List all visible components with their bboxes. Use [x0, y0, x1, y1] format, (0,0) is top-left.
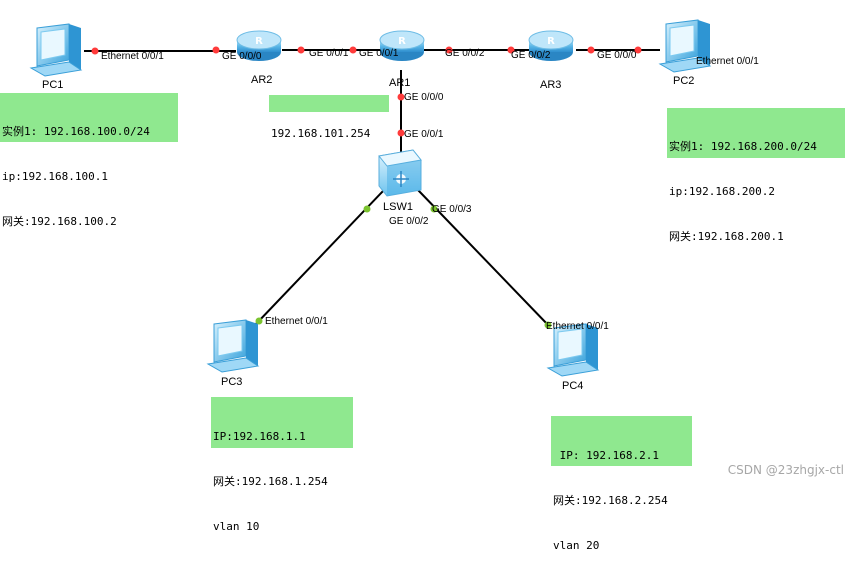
port-dot: [544, 321, 552, 329]
port-label-pc1-eth: Ethernet 0/0/1: [101, 51, 164, 62]
svg-text:R: R: [547, 36, 555, 47]
port-dot: [507, 46, 515, 54]
port-dot: [255, 317, 263, 325]
port-dots: [91, 46, 642, 329]
note-line: 实例1: 192.168.200.0/24: [669, 140, 817, 153]
device-label-pc4: PC4: [562, 380, 584, 392]
note-line: 网关:192.168.2.254: [553, 494, 668, 507]
topology-canvas: R R R: [29, 19, 712, 377]
port-label-pc3-eth: Ethernet 0/0/1: [265, 316, 328, 327]
note-line: vlan 10: [213, 520, 260, 533]
port-label-pc4-eth: Ethernet 0/0/1: [546, 321, 609, 332]
link-lsw1-pc3[interactable]: [255, 189, 385, 325]
port-dot: [397, 129, 405, 137]
note-pc4: IP: 192.168.2.1 网关:192.168.2.254 vlan 20: [551, 416, 692, 552]
note-line: vlan 20: [553, 539, 600, 552]
switch-icon[interactable]: [378, 149, 422, 197]
note-line: 网关:192.168.200.1: [669, 230, 784, 243]
note-line: IP: 192.168.2.1: [553, 449, 659, 462]
port-dot: [430, 205, 438, 213]
port-label-ar1-ge002: GE 0/0/2: [445, 48, 485, 59]
router-icon[interactable]: R: [379, 30, 425, 61]
port-label-ar1-ge000: GE 0/0/0: [404, 92, 444, 103]
note-line: ip:192.168.100.1: [2, 170, 108, 183]
svg-text:R: R: [255, 36, 263, 47]
note-line: 192.168.101.254: [271, 127, 371, 140]
port-label-ar2-ge000: GE 0/0/0: [222, 51, 262, 62]
device-label-ar3: AR3: [540, 79, 562, 91]
port-label-lsw1-ge001: GE 0/0/1: [404, 129, 444, 140]
port-label-lsw1-ge002: GE 0/0/2: [389, 216, 429, 227]
note-line: 网关:192.168.100.2: [2, 215, 117, 228]
pc-icon[interactable]: [658, 19, 712, 73]
port-label-ar3-ge000: GE 0/0/0: [597, 50, 637, 61]
device-label-pc3: PC3: [221, 376, 243, 388]
device-label-pc1: PC1: [42, 79, 64, 91]
port-label-ar3-ge002: GE 0/0/2: [511, 50, 551, 61]
pc-icon[interactable]: [206, 319, 260, 373]
port-label-ar2-ge001: GE 0/0/1: [309, 48, 349, 59]
watermark: CSDN @23zhgjx-ctl: [727, 463, 844, 477]
note-ar1: 192.168.101.254: [269, 95, 389, 140]
pc-icon[interactable]: [29, 23, 83, 77]
device-label-lsw1: LSW1: [383, 201, 413, 213]
router-icon[interactable]: R: [528, 30, 574, 61]
port-dot: [91, 47, 99, 55]
port-label-pc2-eth: Ethernet 0/0/1: [696, 56, 759, 67]
port-dot: [363, 205, 371, 213]
note-line: ip:192.168.200.2: [669, 185, 775, 198]
port-label-lsw1-ge003: GE 0/0/3: [432, 204, 472, 215]
device-label-pc2: PC2: [673, 75, 695, 87]
port-dot: [445, 46, 453, 54]
port-dot: [349, 46, 357, 54]
port-dot: [212, 46, 220, 54]
svg-text:R: R: [398, 36, 406, 47]
note-pc3: IP:192.168.1.1 网关:192.168.1.254 vlan 10: [211, 397, 353, 533]
pc-icon[interactable]: [546, 323, 600, 377]
port-label-ar1-ge001: GE 0/0/1: [359, 48, 399, 59]
note-line: 实例1: 192.168.100.0/24: [2, 125, 150, 138]
note-line: 网关:192.168.1.254: [213, 475, 328, 488]
note-pc1: 实例1: 192.168.100.0/24 ip:192.168.100.1 网…: [0, 93, 178, 228]
note-line: IP:192.168.1.1: [213, 430, 306, 443]
port-dot: [397, 93, 405, 101]
router-icon[interactable]: R: [236, 30, 282, 61]
device-label-ar2: AR2: [251, 74, 273, 86]
port-dot: [587, 46, 595, 54]
link-lsw1-pc4[interactable]: [417, 189, 551, 328]
note-pc2: 实例1: 192.168.200.0/24 ip:192.168.200.2 网…: [667, 108, 845, 243]
port-dot: [634, 46, 642, 54]
port-dot: [297, 46, 305, 54]
device-label-ar1: AR1: [389, 77, 411, 89]
